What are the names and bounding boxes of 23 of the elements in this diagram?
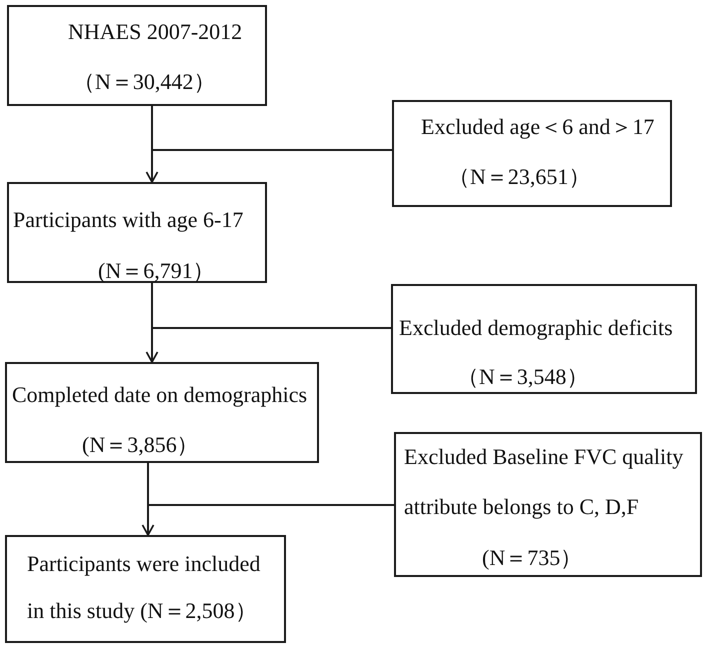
connector-line [151,106,392,151]
count-text: (N＝6,791） [98,258,215,284]
process-box [5,362,319,463]
count-text: （N＝23,651） [448,164,590,190]
count-text: (N＝3,856） [82,432,199,458]
count-text: (N＝735） [482,545,582,571]
process-box [5,535,286,643]
exclusion-box [394,432,702,577]
exclusion-box [391,284,697,394]
count-text: （N＝30,442） [73,69,216,95]
step-text: Excluded demographic deficits [399,315,673,341]
connector-line [151,283,391,329]
step-text: Participants with age 6-17 [13,207,244,233]
step-text: Excluded age＜6 and＞17 [421,114,654,140]
step-text: Completed date on demographics [12,382,308,408]
step-text: Participants were included in this study (N＝2,508） [27,550,262,625]
count-text: （N＝3,548） [457,364,588,390]
exclusion-box [392,100,672,207]
process-box [7,182,267,283]
process-box [7,5,267,106]
step-text: NHAES 2007-2012 [68,19,242,45]
connector-line [147,463,394,506]
step-text: Excluded Baseline FVC quality attribute belongs to C, D,F [404,443,684,521]
